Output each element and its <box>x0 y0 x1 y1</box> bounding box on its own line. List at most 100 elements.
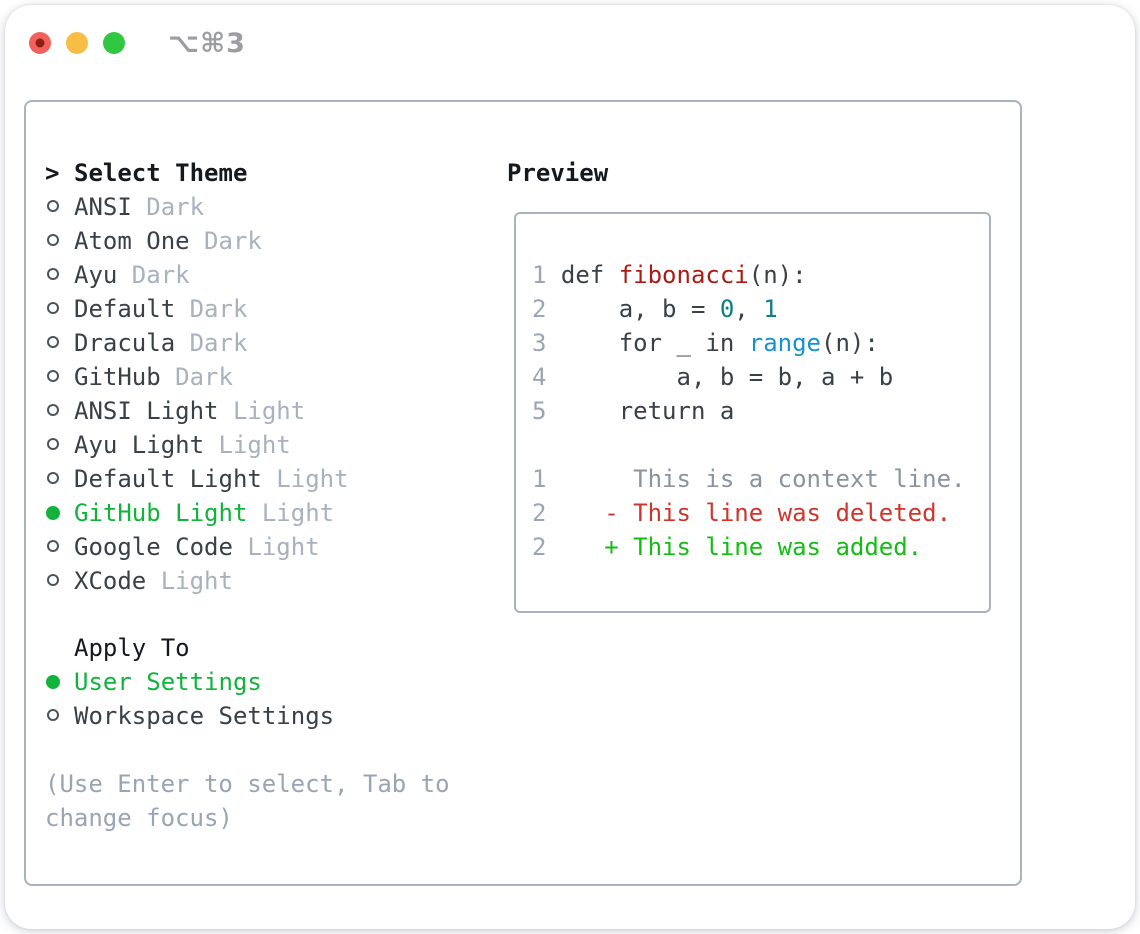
option-label: Dracula <box>74 329 176 357</box>
radio-unselected-icon <box>45 699 74 733</box>
theme-option[interactable]: GitHub Light Light <box>45 496 349 530</box>
option-label: Ayu Light <box>74 431 205 459</box>
theme-option[interactable]: ANSI Dark <box>45 190 349 224</box>
line-number: 2 <box>532 533 547 561</box>
line-number: 5 <box>532 397 547 425</box>
theme-variant-label: Light <box>232 533 320 561</box>
radio-unselected-icon <box>45 360 74 394</box>
apply-to-option[interactable]: User Settings <box>45 665 334 699</box>
option-label: Atom One <box>74 227 190 255</box>
option-label: Workspace Settings <box>74 702 335 730</box>
theme-variant-label: Light <box>218 397 306 425</box>
theme-list-title: Select Theme <box>74 159 248 187</box>
theme-option[interactable]: Dracula Dark <box>45 326 349 360</box>
theme-list-header: > Select Theme <box>45 156 349 190</box>
code-token: , <box>734 295 764 323</box>
theme-variant-label: Light <box>204 431 291 459</box>
code-line: 1 This is a context line. <box>532 462 965 496</box>
theme-option[interactable]: Default Light Light <box>45 462 349 496</box>
code-token: (n): <box>748 261 807 289</box>
code-token: This is a context line. <box>546 465 966 493</box>
code-token: + This line was added. <box>546 533 923 561</box>
radio-unselected-icon <box>45 428 74 462</box>
apply-to-option[interactable]: Workspace Settings <box>45 699 334 733</box>
radio-unselected-icon <box>45 292 74 326</box>
code-line: 2 - This line was deleted. <box>532 496 965 530</box>
radio-unselected-icon <box>45 394 74 428</box>
code-token: (n): <box>821 329 879 357</box>
theme-variant-label: Light <box>146 567 233 595</box>
code-line <box>532 428 965 462</box>
code-line: 1 def fibonacci(n): <box>532 258 965 292</box>
radio-selected-icon <box>45 665 74 699</box>
option-label: User Settings <box>74 668 262 696</box>
theme-option[interactable]: XCode Light <box>45 564 349 598</box>
theme-variant-label: Dark <box>189 227 262 255</box>
code-token: return a <box>546 397 735 425</box>
theme-option[interactable]: Default Dark <box>45 292 349 326</box>
code-line: 5 return a <box>532 394 965 428</box>
close-window-icon[interactable] <box>29 32 51 54</box>
option-label: Google Code <box>74 533 233 561</box>
line-number: 2 <box>532 499 547 527</box>
radio-unselected-icon <box>45 190 74 224</box>
line-number: 3 <box>532 329 547 357</box>
window-title: ⌥⌘3 <box>168 27 246 59</box>
theme-variant-label: Light <box>247 499 335 527</box>
line-number: 2 <box>532 295 547 323</box>
option-label: ANSI <box>74 193 132 221</box>
code-token: 0 <box>719 295 735 323</box>
theme-variant-label: Light <box>261 465 349 493</box>
code-token: range <box>748 329 821 357</box>
radio-unselected-icon <box>45 564 74 598</box>
option-label: Ayu <box>74 261 118 289</box>
code-token: a, b = <box>546 295 720 323</box>
theme-variant-label: Dark <box>160 363 233 391</box>
selection-chevron-icon: > <box>45 159 60 187</box>
theme-option[interactable]: Google Code Light <box>45 530 349 564</box>
theme-option[interactable]: ANSI Light Light <box>45 394 349 428</box>
minimize-window-icon[interactable] <box>66 32 88 54</box>
help-text: (Use Enter to select, Tab to change focu… <box>45 770 465 832</box>
radio-unselected-icon <box>45 224 74 258</box>
theme-option[interactable]: Atom One Dark <box>45 224 349 258</box>
code-line: 4 a, b = b, a + b <box>532 360 965 394</box>
radio-unselected-icon <box>45 530 74 564</box>
radio-unselected-icon <box>45 462 74 496</box>
theme-variant-label: Dark <box>131 193 205 221</box>
code-token: fibonacci <box>618 261 749 289</box>
line-number: 1 <box>532 261 547 289</box>
preview-title: Preview <box>507 159 609 187</box>
line-number: 1 <box>532 465 547 493</box>
option-label: Default Light <box>74 465 262 493</box>
option-label: Default <box>74 295 176 323</box>
theme-variant-label: Dark <box>175 329 248 357</box>
code-token: - This line was deleted. <box>546 499 952 527</box>
radio-unselected-icon <box>45 258 74 292</box>
theme-option[interactable]: GitHub Dark <box>45 360 349 394</box>
option-label: GitHub Light <box>74 499 248 527</box>
title-bar: ⌥⌘3 <box>29 27 246 59</box>
theme-option[interactable]: Ayu Dark <box>45 258 349 292</box>
code-token: for _ in <box>546 329 749 357</box>
option-label: XCode <box>74 567 147 595</box>
line-number: 4 <box>532 363 547 391</box>
theme-variant-label: Dark <box>117 261 190 289</box>
code-line: 2 + This line was added. <box>532 530 965 564</box>
unsaved-dot-icon <box>35 38 45 48</box>
apply-to-label: Apply To <box>74 634 190 662</box>
zoom-window-icon[interactable] <box>103 32 125 54</box>
code-token: def <box>546 261 619 289</box>
option-label: ANSI Light <box>74 397 219 425</box>
code-token: 1 <box>763 295 778 323</box>
theme-variant-label: Dark <box>175 295 248 323</box>
radio-selected-icon <box>45 496 74 530</box>
theme-option[interactable]: Ayu Light Light <box>45 428 349 462</box>
code-token: a, b = b, a + b <box>546 363 894 391</box>
